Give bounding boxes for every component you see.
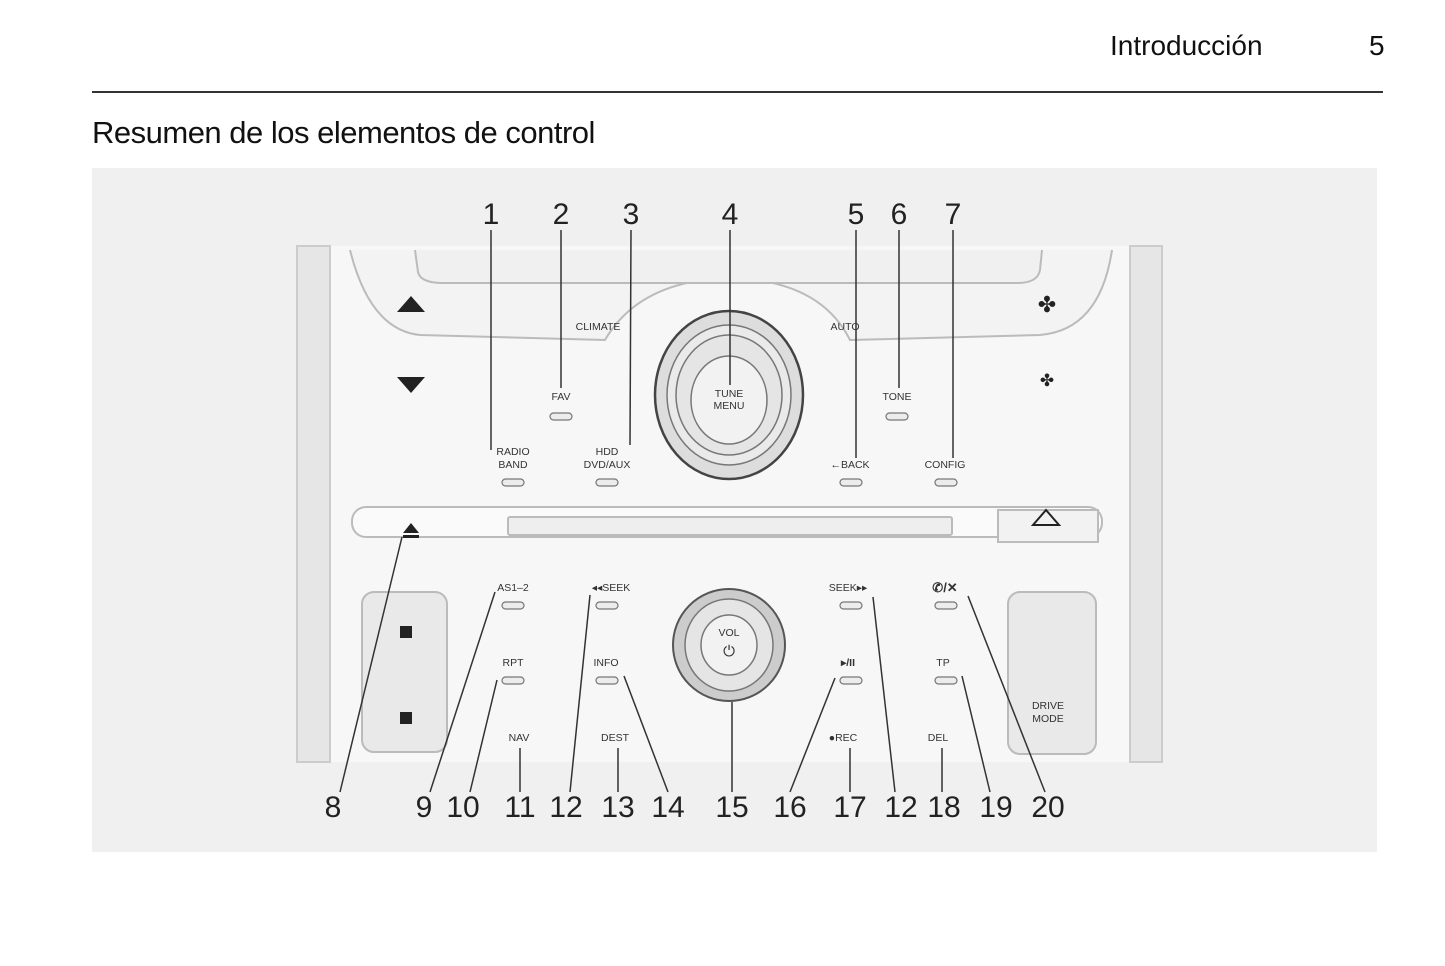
callout-6: 6: [890, 198, 908, 231]
button-leds: [501, 412, 958, 685]
fav-label: FAV: [551, 391, 571, 403]
play-pause-label: ▸/II: [840, 657, 856, 669]
callout-16: 16: [773, 791, 807, 824]
callout-19: 19: [979, 791, 1013, 824]
drive-label: DRIVE: [1031, 700, 1065, 712]
page-title: Resumen de los elementos de control: [92, 115, 595, 150]
tune-menu-knob: [653, 309, 805, 481]
callout-8: 8: [324, 791, 342, 824]
callout-1: 1: [482, 198, 500, 231]
callout-17: 17: [833, 791, 867, 824]
tone-label: TONE: [882, 391, 912, 403]
hdd-label: HDD: [595, 446, 619, 458]
section-header: Introducción: [1110, 30, 1263, 61]
info-label: INFO: [593, 657, 619, 669]
dest-label: DEST: [600, 732, 630, 744]
callout-12b: 12: [884, 791, 918, 824]
radio-label: RADIO: [496, 446, 530, 458]
callout-14: 14: [651, 791, 685, 824]
leader-lines: [339, 229, 1046, 793]
callout-9: 9: [415, 791, 433, 824]
seek-back-label: ◂◂SEEK: [591, 582, 631, 594]
callout-18: 18: [927, 791, 961, 824]
tune-label: TUNE: [714, 388, 744, 400]
band-label: BAND: [498, 459, 528, 471]
callout-12: 12: [549, 791, 583, 824]
config-label: CONFIG: [924, 459, 966, 471]
callout-11: 11: [504, 791, 536, 824]
climate-label: CLIMATE: [575, 321, 621, 333]
rpt-label: RPT: [502, 657, 524, 669]
panel-icons: ✤ ✤: [397, 292, 1062, 724]
svg-text:✤: ✤: [1040, 371, 1054, 390]
nav-label: NAV: [508, 732, 530, 744]
callout-4: 4: [721, 198, 739, 231]
callout-5: 5: [847, 198, 865, 231]
menu-label: MENU: [713, 400, 745, 412]
callout-3: 3: [622, 198, 640, 231]
callout-15: 15: [715, 791, 749, 824]
svg-text:✤: ✤: [1038, 292, 1056, 317]
power-icon: ⏻: [723, 643, 735, 660]
del-label: DEL: [927, 732, 949, 744]
volume-knob: [672, 588, 786, 702]
as-label: AS1–2: [497, 582, 529, 594]
callout-13: 13: [601, 791, 635, 824]
mode-label: MODE: [1032, 713, 1064, 725]
page-number: 5: [1369, 30, 1385, 61]
callout-7: 7: [944, 198, 962, 231]
seek-forward-label: SEEK▸▸: [828, 582, 868, 594]
phone-mute-label: ✆/✕: [932, 580, 958, 595]
rec-label: ●REC: [828, 732, 858, 744]
tp-label: TP: [936, 657, 950, 669]
back-label: ←BACK: [830, 459, 870, 471]
header-rule: [92, 91, 1383, 93]
auto-label: AUTO: [830, 321, 860, 333]
callout-2: 2: [552, 198, 570, 231]
callout-10: 10: [446, 791, 480, 824]
dvd-aux-label: DVD/AUX: [583, 459, 631, 471]
callout-20: 20: [1031, 791, 1065, 824]
vol-label: VOL: [718, 627, 740, 639]
